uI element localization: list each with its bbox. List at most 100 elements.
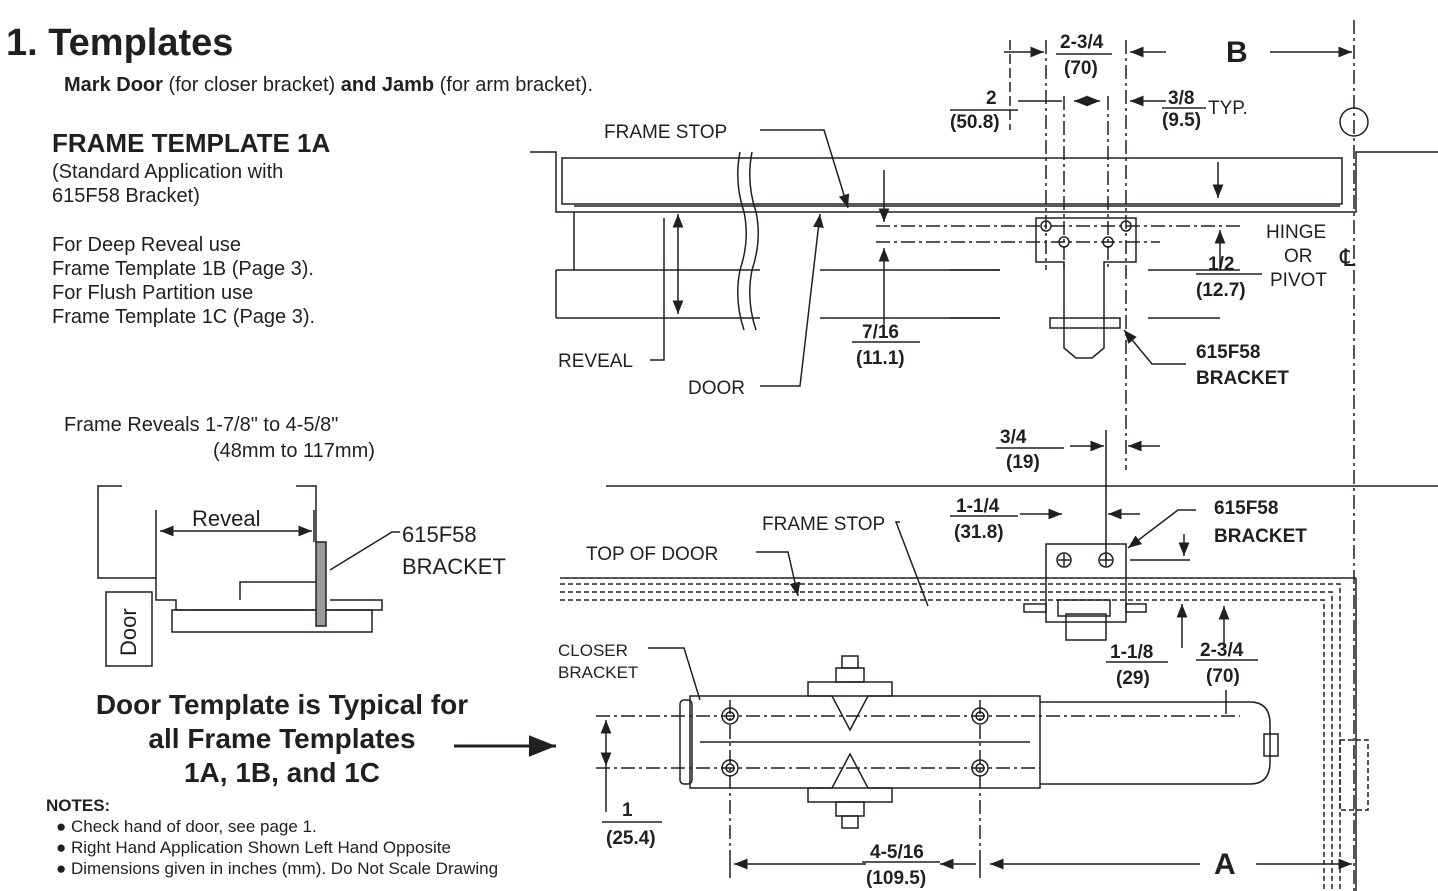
bottom-bracket-label-1: 615F58: [1214, 498, 1278, 519]
screw-crosses: [1058, 554, 1112, 566]
closer-cylinder: [1040, 701, 1271, 785]
dim-70-bottom: (70): [1206, 666, 1240, 687]
arm-bracket-slot: [1057, 599, 1111, 617]
closer-body: [689, 695, 1041, 789]
dim-1: 1: [622, 800, 633, 821]
lower-mount: [807, 752, 893, 803]
dim-9-5: (9.5): [1162, 110, 1201, 131]
door-top-dashed-2: [560, 591, 1333, 891]
reveal-section-diagram: [97, 485, 400, 667]
lower-spindle-base: [835, 801, 865, 817]
top-bracket-body: [1035, 217, 1137, 359]
dim-25-4: (25.4): [606, 828, 656, 849]
frame-reveals-metric: (48mm to 117mm): [213, 440, 375, 462]
frame-reveals-range: Frame Reveals 1-7/8" to 4-5/8": [64, 414, 339, 436]
flush-partition-1: For Flush Partition use: [52, 282, 254, 304]
closer-valve: [1263, 733, 1279, 757]
arm-bracket-tab-left: [1023, 603, 1047, 613]
dim-B-label: B: [1226, 36, 1248, 69]
mark-door-rest: (for closer bracket): [162, 74, 341, 96]
note-text-1: Check hand of door, see page 1.: [71, 817, 317, 836]
closer-bracket-label-1: CLOSER: [558, 641, 628, 660]
door-leader: [760, 213, 824, 387]
frame-stop-label-top: FRAME STOP: [604, 122, 727, 143]
arm-bracket-tab-right: [1125, 603, 1147, 613]
dim-1-1-4: 1-1/4: [956, 496, 1000, 517]
dim-7-16: 7/16: [862, 322, 899, 343]
dim-31-8: (31.8): [954, 522, 1004, 543]
top-bracket-label-2: BRACKET: [1196, 368, 1289, 389]
door-panel-edge: [171, 609, 373, 633]
deep-reveal-1: For Deep Reveal use: [52, 234, 241, 256]
hinge-label-2: OR: [1284, 246, 1313, 267]
notes-title: NOTES:: [46, 796, 111, 815]
frame-template-title: FRAME TEMPLATE 1A: [52, 128, 331, 158]
bracket-seat: [239, 581, 316, 600]
upper-spindle-base: [835, 667, 865, 683]
frame-outline: [530, 151, 1438, 213]
door-edge-box: [105, 591, 153, 667]
closer-bracket-label-2: BRACKET: [558, 663, 638, 682]
dim-12-7: (12.7): [1196, 280, 1246, 301]
top-of-door-label: TOP OF DOOR: [586, 544, 718, 565]
lower-spindle: [841, 815, 859, 829]
closer-endcap: [679, 699, 693, 785]
dim-1-1-8: 1-1/8: [1110, 642, 1153, 663]
dim-3-8: 3/8: [1168, 88, 1194, 109]
dim-70-top: (70): [1064, 58, 1098, 79]
top-bracket-base: [1049, 317, 1121, 329]
door-label-top: DOOR: [688, 378, 745, 399]
frame-template-desc-2: 615F58 Bracket): [52, 185, 200, 207]
bracket-plate: [315, 541, 327, 627]
bottom-bracket-label-2: BRACKET: [1214, 526, 1307, 547]
typ-label: TYP.: [1208, 98, 1248, 119]
reveal-leader: [650, 218, 665, 361]
small-bracket-label-2: BRACKET: [402, 554, 506, 579]
arm-screw-1: [1056, 552, 1072, 568]
frame-template-diagram: [530, 20, 1438, 891]
hinge-circle: [1339, 107, 1369, 137]
templates-subtitle: Mark Door (for closer bracket) and Jamb …: [64, 74, 593, 97]
centerline-symbol: ℄: [1339, 245, 1356, 272]
top-bracket-leader: [1123, 329, 1186, 365]
frame-template-desc-1: (Standard Application with: [52, 161, 284, 183]
and-jamb-text: and Jamb: [340, 74, 435, 96]
hinge-dashed: [1339, 739, 1369, 811]
and-jamb-rest: (for arm bracket).: [434, 74, 594, 96]
door-template-line1: Door Template is Typical for: [95, 689, 469, 720]
dim-2-3-4-bottom: 2-3/4: [1200, 640, 1244, 661]
page-title: 1. Templates: [6, 22, 234, 64]
upper-spindle: [841, 655, 859, 669]
reveal-label: Reveal: [192, 506, 260, 531]
frame-stop-leader: [760, 129, 850, 209]
frame-stop-profile: [296, 485, 317, 542]
door-template-diagram: [454, 430, 1438, 891]
note-text-3: Dimensions given in inches (mm). Do Not …: [71, 859, 499, 878]
deep-reveal-2: Frame Template 1B (Page 3).: [52, 258, 314, 280]
upper-mount: [807, 681, 893, 732]
flush-partition-2: Frame Template 1C (Page 3).: [52, 306, 316, 328]
reveal-label-top: REVEAL: [558, 351, 633, 372]
arm-bracket-leader: [1127, 509, 1196, 549]
dim-1-2: 1/2: [1208, 254, 1234, 275]
break-line-1: [737, 151, 747, 331]
dim-A-label: A: [1214, 848, 1236, 881]
note-item-3: ● Dimensions given in inches (mm). Do No…: [56, 859, 499, 878]
note-item-1: ● Check hand of door, see page 1.: [56, 817, 317, 836]
dim-3-4: 3/4: [1000, 427, 1027, 448]
arm-bracket-body: [1045, 543, 1127, 623]
door-top-dashed-3: [560, 599, 1325, 891]
door-template-line3: 1A, 1B, and 1C: [183, 757, 381, 788]
dim-2-top: 2: [986, 88, 997, 109]
closer-bracket-leader: [648, 647, 701, 701]
hinge-label-3: PIVOT: [1270, 270, 1327, 291]
door-template-line2: all Frame Templates: [148, 723, 416, 754]
dim-2-3-4-top: 2-3/4: [1060, 32, 1104, 53]
frame-stop-label-bottom: FRAME STOP: [762, 514, 885, 535]
small-bracket-label-1: 615F58: [402, 522, 477, 547]
dim-50-8-top: (50.8): [950, 112, 1000, 133]
hinge-label-1: HINGE: [1266, 222, 1326, 243]
dim-4-5-16: 4-5/16: [870, 842, 924, 863]
bracket-leader: [329, 531, 400, 571]
